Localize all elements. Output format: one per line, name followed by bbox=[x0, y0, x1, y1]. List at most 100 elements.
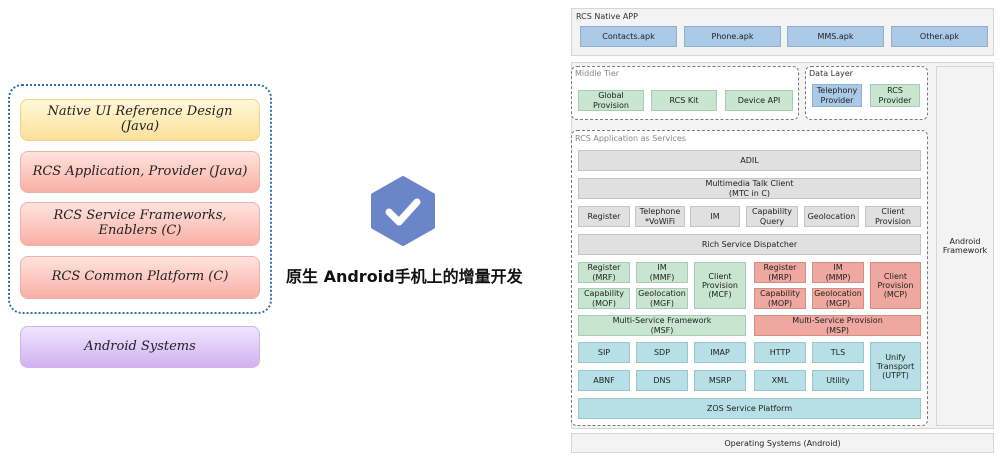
checkmark-hexagon-icon bbox=[371, 176, 435, 246]
register-service-label: Register bbox=[587, 211, 621, 221]
im-service-box: IM bbox=[690, 206, 740, 227]
register-service-box: Register bbox=[578, 206, 630, 227]
phone-apk-label: Phone.apk bbox=[711, 31, 754, 41]
rcs-kit-label: RCS Kit bbox=[669, 95, 699, 105]
msp-client-provision-label: Client Provision (MCP) bbox=[877, 271, 914, 300]
msf-geolocation-label: Geolocation (MGF) bbox=[638, 289, 686, 308]
tls-box: TLS bbox=[812, 342, 864, 363]
msf-im-box: IM (MMF) bbox=[636, 262, 688, 283]
telephone-service-label: Telephone *VoWiFi bbox=[639, 207, 681, 226]
msf-client-provision-box: Client Provision (MCF) bbox=[694, 262, 746, 309]
device-api-label: Device API bbox=[737, 95, 781, 105]
msrp-box: MSRP bbox=[694, 370, 746, 391]
utpt-label: Unify Transport (UTPT) bbox=[876, 352, 915, 381]
msp-im-box: IM (MMP) bbox=[812, 262, 864, 283]
rcs-application-layer: RCS Application, Provider (Java) bbox=[20, 151, 260, 193]
imap-box: IMAP bbox=[694, 342, 746, 363]
http-label: HTTP bbox=[769, 347, 791, 357]
center-title: 原生 Android手机上的增量开发 bbox=[286, 267, 523, 286]
msf-register-label: Register (MRF) bbox=[587, 263, 621, 282]
device-api-box: Device API bbox=[725, 90, 793, 111]
middle-tier-label: Middle Tier bbox=[575, 69, 620, 78]
rcs-provider-label: RCS Provider bbox=[878, 86, 912, 105]
rcs-provider-box: RCS Provider bbox=[870, 84, 920, 107]
http-box: HTTP bbox=[754, 342, 806, 363]
mtc-label: Multimedia Talk Client (MTC in C) bbox=[705, 179, 794, 198]
native-ui-layer: Native UI Reference Design (Java) bbox=[20, 99, 260, 141]
android-framework-label: Android Framework bbox=[942, 237, 988, 255]
rcs-platform-layer: RCS Common Platform (C) bbox=[20, 256, 260, 299]
msp-client-provision-box: Client Provision (MCP) bbox=[870, 262, 921, 309]
rcs-frameworks-label: RCS Service Frameworks, Enablers (C) bbox=[53, 208, 227, 238]
android-systems-layer: Android Systems bbox=[20, 326, 260, 368]
msf-box: Multi-Service Framework (MSF) bbox=[578, 315, 746, 336]
msp-capability-box: Capability (MOP) bbox=[754, 288, 806, 309]
sdp-box: SDP bbox=[636, 342, 688, 363]
phone-apk-box: Phone.apk bbox=[684, 26, 781, 47]
native-ui-label: Native UI Reference Design (Java) bbox=[47, 104, 233, 134]
telephony-provider-box: Telephony Provider bbox=[812, 84, 862, 107]
msf-geolocation-box: Geolocation (MGF) bbox=[636, 288, 688, 309]
telephone-service-box: Telephone *VoWiFi bbox=[635, 206, 685, 227]
dns-label: DNS bbox=[653, 375, 671, 385]
sdp-label: SDP bbox=[653, 347, 671, 357]
android-systems-label: Android Systems bbox=[84, 338, 196, 354]
services-label: RCS Application as Services bbox=[575, 134, 686, 143]
rcs-kit-box: RCS Kit bbox=[651, 90, 717, 111]
dispatcher-box: Rich Service Dispatcher bbox=[578, 234, 921, 255]
msf-label: Multi-Service Framework (MSF) bbox=[612, 316, 712, 335]
dns-box: DNS bbox=[636, 370, 688, 391]
telephony-provider-label: Telephony Provider bbox=[816, 86, 858, 105]
mtc-box: Multimedia Talk Client (MTC in C) bbox=[578, 178, 921, 199]
capability-query-label: Capability Query bbox=[751, 207, 793, 226]
other-apk-box: Other.apk bbox=[891, 26, 988, 47]
mms-apk-label: MMS.apk bbox=[817, 31, 854, 41]
adil-box: ADIL bbox=[578, 150, 921, 171]
zos-platform-label: ZOS Service Platform bbox=[706, 403, 793, 413]
im-service-label: IM bbox=[710, 211, 720, 221]
msp-geolocation-box: Geolocation (MGP) bbox=[812, 288, 864, 309]
operating-systems-box: Operating Systems (Android) bbox=[571, 433, 994, 453]
mms-apk-box: MMS.apk bbox=[787, 26, 884, 47]
msf-capability-box: Capability (MOF) bbox=[578, 288, 630, 309]
utility-label: Utility bbox=[826, 375, 850, 385]
msf-im-label: IM (MMF) bbox=[649, 263, 675, 282]
contacts-apk-box: Contacts.apk bbox=[580, 26, 677, 47]
msp-register-label: Register (MRP) bbox=[763, 263, 797, 282]
dispatcher-label: Rich Service Dispatcher bbox=[701, 239, 798, 249]
rcs-application-label: RCS Application, Provider (Java) bbox=[32, 163, 248, 179]
msp-register-box: Register (MRP) bbox=[754, 262, 806, 283]
global-provision-box: Global Provision bbox=[578, 90, 644, 111]
utility-box: Utility bbox=[812, 370, 864, 391]
other-apk-label: Other.apk bbox=[919, 31, 960, 41]
imap-label: IMAP bbox=[710, 347, 730, 357]
msp-capability-label: Capability (MOP) bbox=[759, 289, 801, 308]
msp-geolocation-label: Geolocation (MGP) bbox=[814, 289, 862, 308]
geolocation-service-box: Geolocation bbox=[804, 206, 859, 227]
rcs-stack-frame bbox=[8, 84, 272, 314]
msrp-label: MSRP bbox=[708, 375, 732, 385]
data-layer-label: Data Layer bbox=[809, 69, 853, 78]
msf-capability-label: Capability (MOF) bbox=[583, 289, 625, 308]
xml-label: XML bbox=[771, 375, 789, 385]
msp-box: Multi-Service Provision (MSP) bbox=[754, 315, 921, 336]
msp-label: Multi-Service Provision (MSP) bbox=[792, 316, 883, 335]
native-app-label: RCS Native APP bbox=[576, 12, 638, 21]
zos-platform-box: ZOS Service Platform bbox=[578, 398, 921, 419]
rcs-frameworks-layer: RCS Service Frameworks, Enablers (C) bbox=[20, 202, 260, 246]
global-provision-label: Global Provision bbox=[592, 91, 629, 110]
msf-register-box: Register (MRF) bbox=[578, 262, 630, 283]
capability-query-box: Capability Query bbox=[746, 206, 798, 227]
msf-client-provision-label: Client Provision (MCF) bbox=[701, 271, 738, 300]
msp-im-label: IM (MMP) bbox=[825, 263, 851, 282]
sip-label: SIP bbox=[597, 347, 611, 357]
android-framework-box: Android Framework bbox=[936, 66, 994, 426]
xml-box: XML bbox=[754, 370, 806, 391]
utpt-box: Unify Transport (UTPT) bbox=[870, 342, 921, 391]
adil-label: ADIL bbox=[740, 155, 759, 165]
geolocation-service-label: Geolocation bbox=[807, 211, 856, 221]
sip-box: SIP bbox=[578, 342, 630, 363]
contacts-apk-label: Contacts.apk bbox=[602, 31, 655, 41]
client-provision-service-box: Client Provision bbox=[865, 206, 921, 227]
tls-label: TLS bbox=[830, 347, 846, 357]
